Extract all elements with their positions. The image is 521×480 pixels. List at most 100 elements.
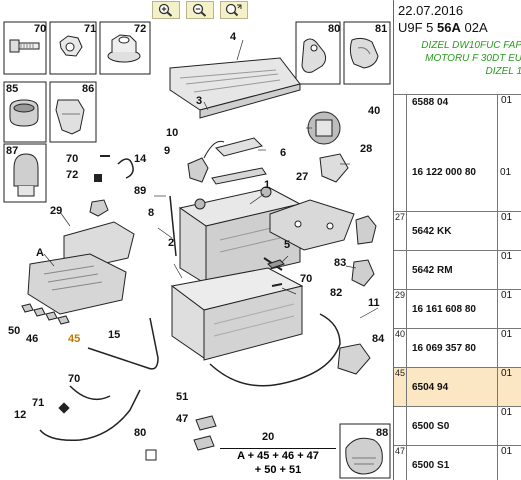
callout-50[interactable]: 50 <box>8 325 21 337</box>
callout-14[interactable]: 14 <box>134 153 147 165</box>
callout-88[interactable]: 88 <box>376 427 389 439</box>
code-prefix: U9F 5 <box>398 20 438 35</box>
thumb-72-frame <box>99 21 151 75</box>
row-ref: 16 069 357 80 <box>412 343 476 354</box>
parts-row[interactable]: 40 16 069 357 80 01 <box>394 328 521 367</box>
callout-12[interactable]: 12 <box>14 409 27 421</box>
row-index: 40 <box>394 329 407 367</box>
formula-line-1: A + 45 + 46 + 47 <box>220 448 336 463</box>
callout-83[interactable]: 83 <box>334 257 347 269</box>
callout-27[interactable]: 27 <box>296 171 309 183</box>
callout-71[interactable]: 71 <box>84 23 97 35</box>
callout-2[interactable]: 2 <box>168 237 175 249</box>
thumb-80-frame <box>295 21 341 85</box>
thumb-71-frame <box>49 21 97 75</box>
callout-84[interactable]: 84 <box>372 333 385 345</box>
callout-86[interactable]: 86 <box>82 83 95 95</box>
row-index: 29 <box>394 290 407 328</box>
thumb-86-frame <box>49 81 97 143</box>
row-index <box>394 95 407 211</box>
engine-desc-3: DIZEL 1 <box>485 66 521 77</box>
callout-51[interactable]: 51 <box>176 391 189 403</box>
callout-85[interactable]: 85 <box>6 83 19 95</box>
callout-82[interactable]: 82 <box>330 287 343 299</box>
row-qty: 01 <box>497 251 521 289</box>
row-index: 47 <box>394 446 407 480</box>
callout-81[interactable]: 81 <box>375 23 388 35</box>
callout-70-d[interactable]: 70 <box>68 373 81 385</box>
callout-8[interactable]: 8 <box>148 207 155 219</box>
zoom-in-button[interactable] <box>152 1 180 19</box>
row-index <box>394 407 407 445</box>
callout-70-c[interactable]: 70 <box>300 273 313 285</box>
callout-1[interactable]: 1 <box>264 179 271 191</box>
code-suffix: 02A <box>460 20 488 35</box>
formula-line-2: + 50 + 51 <box>254 464 302 476</box>
formula-callout-20[interactable]: 20 <box>262 431 275 443</box>
callout-3[interactable]: 3 <box>196 95 203 107</box>
code-bold: 56A <box>437 20 461 35</box>
callout-29[interactable]: 29 <box>50 205 63 217</box>
callout-80-b[interactable]: 80 <box>134 427 147 439</box>
row-index <box>394 251 407 289</box>
zoom-fit-button[interactable] <box>220 1 248 19</box>
callout-9[interactable]: 9 <box>164 145 171 157</box>
callout-45[interactable]: 45 <box>68 333 81 345</box>
thumb-88-frame <box>339 423 391 479</box>
callout-89[interactable]: 89 <box>134 185 147 197</box>
parts-row[interactable]: 6588 04 01 <box>394 94 521 211</box>
callout-5[interactable]: 5 <box>284 239 291 251</box>
row-ref: 6504 94 <box>412 382 449 393</box>
row-index: 27 <box>394 212 407 250</box>
parts-row-selected[interactable]: 45 6504 94 01 <box>394 367 521 406</box>
row-qty: 01 <box>497 329 521 367</box>
row-ref: 5642 RM <box>412 265 453 276</box>
thumb-81-frame <box>343 21 391 85</box>
kit-formula: A + 45 + 46 + 47 + 50 + 51 <box>220 448 336 477</box>
row-ref: 6500 S0 <box>412 421 450 432</box>
zoom-toolbar <box>152 1 248 19</box>
parts-row[interactable]: 47 6500 S1 01 <box>394 445 521 480</box>
engine-desc-2: MOTORU F 30DT EU <box>425 53 521 64</box>
row-qty: 01 <box>497 368 521 406</box>
row-qty: 01 <box>497 290 521 328</box>
callout-71-b[interactable]: 71 <box>32 397 45 409</box>
zoom-out-button[interactable] <box>186 1 214 19</box>
parts-table: 6588 04 01 16 122 000 80 01 27 5642 KK 0… <box>394 94 521 480</box>
callout-47[interactable]: 47 <box>176 413 189 425</box>
callout-10[interactable]: 10 <box>166 127 179 139</box>
battery-exploded-view <box>3 21 391 479</box>
catalog-code: U9F 5 56A 02A <box>398 20 488 35</box>
callout-6[interactable]: 6 <box>280 147 287 159</box>
zoom-fit-icon <box>225 3 242 17</box>
callout-46[interactable]: 46 <box>26 333 39 345</box>
parts-info-panel: 22.07.2016 U9F 5 56A 02A DIZEL DW10FUC F… <box>393 0 521 480</box>
callout-28[interactable]: 28 <box>360 143 373 155</box>
row-qty: 01 <box>497 95 521 211</box>
row-ref: 5642 KK <box>412 226 452 237</box>
row-ref: 16 122 000 80 <box>412 167 476 178</box>
callout-4[interactable]: 4 <box>230 31 237 43</box>
thumb-85-frame <box>3 81 47 143</box>
callout-72-b[interactable]: 72 <box>66 169 79 181</box>
row-qty: 01 <box>497 446 521 480</box>
callout-15[interactable]: 15 <box>108 329 121 341</box>
callout-70-b[interactable]: 70 <box>66 153 79 165</box>
callout-40[interactable]: 40 <box>368 105 381 117</box>
row-qty: 01 <box>497 212 521 250</box>
thumb-87-frame <box>3 143 47 203</box>
callout-80[interactable]: 80 <box>328 23 341 35</box>
callout-72[interactable]: 72 <box>134 23 147 35</box>
callout-70[interactable]: 70 <box>34 23 47 35</box>
engine-desc-1: DIZEL DW10FUC FAP <box>421 40 521 51</box>
parts-row[interactable]: 5642 RM 01 <box>394 250 521 289</box>
row-qty: 01 <box>497 407 521 445</box>
zoom-out-icon <box>192 3 207 17</box>
parts-row[interactable]: 27 5642 KK 01 <box>394 211 521 250</box>
callout-A[interactable]: A <box>36 247 44 259</box>
parts-row[interactable]: 29 16 161 608 80 01 <box>394 289 521 328</box>
parts-row[interactable]: 6500 S0 01 <box>394 406 521 445</box>
callout-11[interactable]: 11 <box>368 297 380 309</box>
callout-87[interactable]: 87 <box>6 145 19 157</box>
row-index: 45 <box>394 368 407 406</box>
